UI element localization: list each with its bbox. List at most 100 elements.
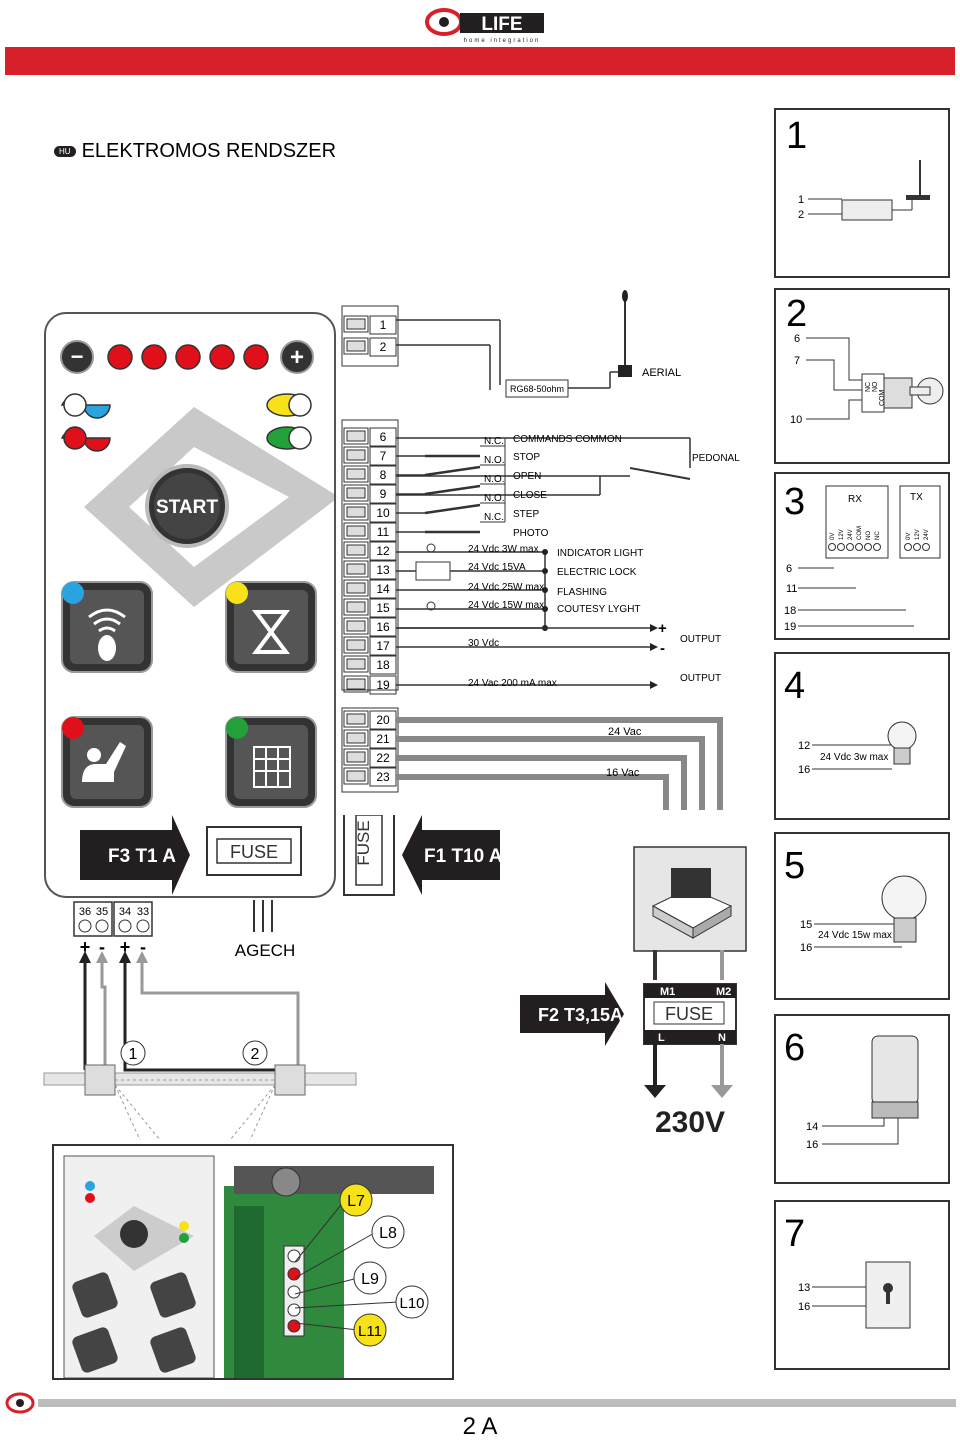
indicator-bulb-icon [887, 721, 917, 765]
terminal-number: 16 [376, 620, 390, 634]
svg-text:TX: TX [910, 492, 923, 503]
svg-text:2: 2 [798, 209, 804, 221]
accessory-box-4 [774, 652, 950, 820]
svg-text:AERIAL: AERIAL [642, 367, 681, 379]
bulb-small-icon-2 [426, 601, 436, 611]
level-led-5 [243, 344, 269, 370]
terminal-number: 18 [376, 658, 390, 672]
control-panel-graphics: − + START [60, 340, 334, 808]
tx-pin-label: 24V [924, 529, 930, 540]
svg-text:24 Vac 200 mA max: 24 Vac 200 mA max [468, 678, 557, 689]
person-mode-button[interactable] [61, 716, 153, 808]
svg-text:PEDONAL: PEDONAL [692, 453, 740, 464]
svg-text:6: 6 [786, 563, 792, 575]
led-l9-marker [353, 1261, 387, 1295]
remote-mode-button[interactable] [61, 581, 153, 673]
building-mode-button[interactable] [225, 716, 317, 808]
command-contact [424, 465, 481, 477]
svg-text:+: + [658, 620, 667, 637]
command-contact [424, 484, 481, 496]
svg-text:−: − [71, 344, 84, 369]
command-label: OPEN [513, 471, 541, 482]
footer-logo-icon [5, 1392, 35, 1414]
rx-pin-label: 24V [848, 529, 854, 540]
page-number: 2 A [462, 1413, 498, 1440]
mains-voltage: 230V [655, 1106, 725, 1139]
svg-text:18: 18 [784, 605, 796, 617]
aerial-antenna-icon [618, 365, 632, 377]
svg-text:10: 10 [790, 414, 802, 426]
terminal-number: 23 [376, 770, 390, 784]
svg-text:3: 3 [784, 481, 805, 523]
svg-text:1: 1 [798, 194, 804, 206]
svg-text:1: 1 [786, 115, 807, 157]
svg-text:M2: M2 [716, 986, 731, 998]
accessory-box-3 [774, 472, 950, 640]
command-label: CLOSE [513, 490, 547, 501]
agech-label: AGECH [235, 941, 295, 960]
minus-button[interactable] [60, 340, 94, 374]
led-l8-marker [371, 1215, 405, 1249]
svg-text:+: + [290, 344, 304, 371]
mains-wiring: F2 T3,15A M1 M2 FUSE L N 230V [520, 950, 737, 1139]
contact-type-label: N.O. [484, 474, 505, 485]
remote-control-icon [88, 608, 126, 633]
plus-button[interactable] [280, 340, 314, 374]
svg-text:COM: COM [879, 390, 886, 407]
footer-bar [38, 1399, 956, 1407]
svg-text:+: + [80, 937, 91, 957]
terminal-number: 8 [380, 468, 387, 482]
box2-content: 2 6 7 10 NC NO COM [786, 293, 944, 426]
svg-text:16: 16 [798, 1301, 810, 1313]
rx-pin-label: COM [857, 526, 863, 540]
person-icon [82, 742, 126, 782]
transformer [633, 846, 747, 952]
terminal-number: 13 [376, 563, 390, 577]
svg-text:7: 7 [794, 355, 800, 367]
svg-text:-: - [660, 640, 665, 657]
box1-content: 1 1 2 [786, 115, 930, 221]
terminal-number: 21 [376, 732, 390, 746]
svg-text:16 Vac: 16 Vac [606, 767, 640, 779]
svg-text:4: 4 [784, 665, 805, 707]
svg-text:RX: RX [848, 494, 862, 505]
terminal-number: 17 [376, 639, 390, 653]
terminal-number: 7 [380, 449, 387, 463]
svg-text:L8: L8 [379, 1225, 397, 1242]
accessory-box-1 [774, 108, 950, 278]
tx-pin-label: 0V [906, 533, 912, 540]
logo-text: LIFE [481, 14, 522, 35]
svg-text:16: 16 [806, 1139, 818, 1151]
box7-content: 7 13 16 [784, 1213, 911, 1329]
electric-lock-icon [865, 1261, 911, 1329]
svg-text:14: 14 [806, 1121, 818, 1133]
life-logo: LIFE home integration [425, 8, 544, 44]
svg-text:35: 35 [96, 906, 108, 918]
level-led-2 [141, 344, 167, 370]
svg-text:30 Vdc: 30 Vdc [468, 638, 499, 649]
command-label: STOP [513, 452, 540, 463]
svg-text:36: 36 [79, 906, 91, 918]
fuse-f3-arrow [80, 815, 190, 895]
flashing-lamp-icon [871, 1035, 919, 1119]
svg-text:19: 19 [784, 621, 796, 633]
svg-text:24 Vdc 15W max: 24 Vdc 15W max [468, 600, 544, 611]
timer-mode-button[interactable] [225, 581, 317, 673]
svg-text:L: L [658, 1032, 665, 1044]
svg-text:6: 6 [784, 1027, 805, 1069]
svg-text:7: 7 [784, 1213, 805, 1255]
svg-text:L10: L10 [399, 1295, 424, 1312]
svg-text:FLASHING: FLASHING [557, 587, 607, 598]
svg-text:FUSE: FUSE [665, 1004, 713, 1024]
svg-text:24 Vdc 3W max: 24 Vdc 3W max [468, 544, 539, 555]
terminal-number: 19 [376, 678, 390, 692]
level-led-4 [209, 344, 235, 370]
svg-text:6: 6 [794, 333, 800, 345]
svg-text:RG68-50ohm: RG68-50ohm [510, 384, 564, 394]
command-label: STEP [513, 509, 539, 520]
courtesy-bulb-icon [881, 875, 927, 943]
hourglass-icon [252, 610, 290, 654]
svg-text:L11: L11 [358, 1323, 382, 1340]
